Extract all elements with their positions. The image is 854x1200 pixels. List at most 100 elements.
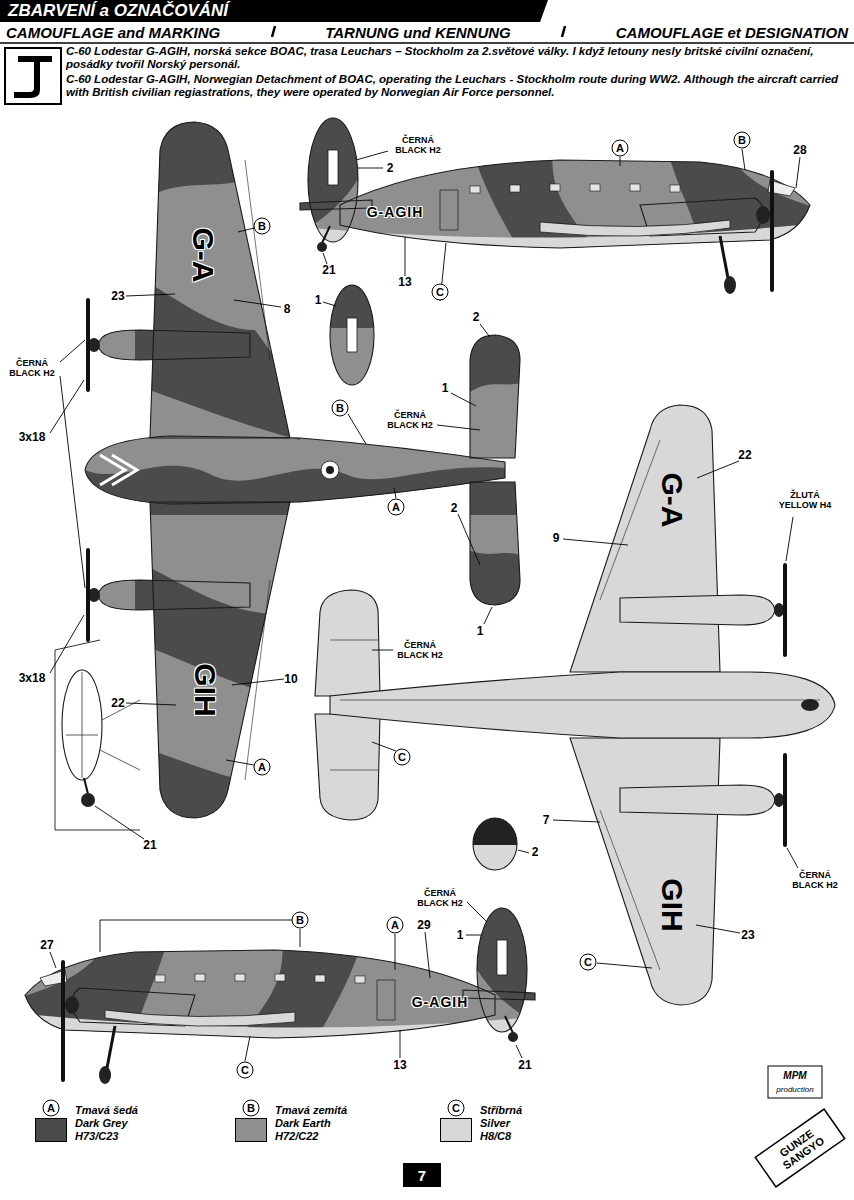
callout-number: 8 — [284, 303, 291, 315]
description-text: C-60 Lodestar G-AGIH, norská sekce BOAC,… — [66, 45, 846, 71]
callout-number: 1 — [477, 625, 484, 637]
paint-callout: ČERNÁ BLACK H2 — [393, 640, 447, 660]
fuselage-marking — [321, 461, 339, 479]
panel-line — [330, 440, 820, 970]
registration-marking: G-A — [657, 473, 687, 528]
fin-egg-outline — [330, 285, 374, 385]
color-callout: C — [394, 749, 411, 766]
callout-number: 21 — [322, 264, 335, 276]
callout-number: 23 — [111, 290, 124, 302]
description-text: C-60 Lodestar G-AGIH, Norwegian Detachme… — [66, 73, 846, 99]
legend-letter: A — [43, 1100, 60, 1117]
color-callout: C — [580, 954, 597, 971]
fin-marking — [347, 318, 357, 352]
subtitle: TARNUNG und KENNUNG — [325, 24, 511, 42]
subtitle: CAMOUFLAGE and MARKING — [6, 24, 220, 42]
color-callout: B — [332, 400, 349, 417]
registration-marking: G-AGIH — [412, 995, 469, 1009]
callout-number: 1 — [442, 382, 449, 394]
spinner — [774, 793, 784, 807]
callout-number: 2 — [473, 311, 480, 323]
callout-number: 27 — [40, 939, 53, 951]
color-callout: A — [612, 140, 629, 157]
inset-frame — [55, 640, 140, 830]
separator-mark — [562, 26, 565, 37]
mpm-badge — [768, 1066, 822, 1098]
callout-number: 29 — [417, 919, 430, 931]
page-number-box — [403, 1163, 441, 1187]
paint-callout: ČERNÁ BLACK H2 — [383, 410, 437, 430]
spinner — [774, 603, 784, 617]
separator-mark — [558, 23, 568, 39]
separator-mark — [272, 26, 275, 37]
callout-number: 2 — [387, 162, 394, 174]
subtitle: CAMOUFLAGE et DESIGNATION — [616, 24, 848, 42]
fin-egg-outline — [473, 818, 517, 870]
logo-mark — [14, 56, 52, 98]
bottom-base — [315, 405, 835, 1005]
callout-number: 23 — [741, 929, 754, 941]
callout-number: 3x18 — [19, 431, 46, 443]
paint-callout: ČERNÁ BLACK H2 — [5, 358, 59, 378]
color-callout: B — [254, 218, 271, 235]
fuselage-marking — [326, 466, 334, 474]
side-view-right — [290, 100, 830, 294]
page-title: ZBARVENÍ a OZNAČOVÁNÍ — [8, 1, 228, 21]
leader-lines — [50, 149, 800, 1061]
legend-text: Tmavá zemitá Dark Earth H72/C22 — [275, 1104, 357, 1143]
header-rule — [0, 42, 854, 44]
legend-text: Stříbrná Silver H8/C8 — [480, 1104, 540, 1143]
fin-egg-dark — [470, 815, 520, 845]
nose-cap — [801, 699, 819, 711]
logo-text: production — [776, 1086, 813, 1094]
tail-inset — [55, 640, 140, 830]
title-band — [0, 0, 548, 22]
color-callout: A — [387, 917, 404, 934]
paint-callout: ČERNÁ BLACK H2 — [413, 888, 467, 908]
callout-number: 22 — [111, 697, 124, 709]
color-callout: C — [432, 284, 449, 301]
registration-marking: G-A — [188, 228, 218, 283]
callout-number: 22 — [738, 449, 751, 461]
callout-number: 10 — [284, 673, 297, 685]
callout-number: 21 — [143, 839, 156, 851]
callout-number: 9 — [553, 532, 560, 544]
separator-mark — [268, 23, 278, 39]
bottom-view — [315, 405, 835, 1005]
legend-text: Tmavá šedá Dark Grey H73/C23 — [75, 1104, 157, 1143]
separator-mark — [268, 23, 278, 43]
legend-swatch — [35, 1118, 67, 1142]
callout-number: 1 — [457, 929, 464, 941]
callout-number: 13 — [393, 1059, 406, 1071]
paint-callout: ČERNÁ BLACK H2 — [391, 135, 445, 155]
callout-number: 21 — [518, 1059, 531, 1071]
callout-number: 2 — [532, 846, 539, 858]
registration-marking: GIH — [190, 663, 220, 716]
color-callout: A — [254, 759, 271, 776]
subtitle-row: CAMOUFLAGE and MARKING TARNUNG und KENNUN… — [6, 23, 848, 43]
callout-number: 2 — [451, 502, 458, 514]
propeller — [86, 300, 90, 640]
color-callout: B — [734, 132, 751, 149]
registration-marking: GIH — [657, 878, 687, 931]
inset-wheel-leg — [84, 778, 88, 794]
propeller — [783, 565, 787, 845]
logo-frame — [5, 48, 61, 104]
description: C-60 Lodestar G-AGIH, norská sekce BOAC,… — [66, 45, 846, 101]
paint-callout: ŽLUTÁ YELLOW H4 — [778, 490, 832, 510]
color-callout: B — [292, 912, 309, 929]
callout-number: 13 — [398, 276, 411, 288]
side-view-left — [5, 890, 545, 1084]
callout-number: 7 — [543, 814, 550, 826]
legend-swatch — [440, 1118, 472, 1142]
legend-letter: B — [243, 1100, 260, 1117]
separator-mark — [558, 23, 568, 43]
callout-number: 1 — [315, 294, 322, 306]
page-number: 7 — [418, 1168, 426, 1183]
legend-swatch — [235, 1118, 267, 1142]
paint-callout: ČERNÁ BLACK H2 — [788, 870, 842, 890]
aileron-line — [245, 160, 270, 780]
callout-number: 28 — [793, 144, 806, 156]
